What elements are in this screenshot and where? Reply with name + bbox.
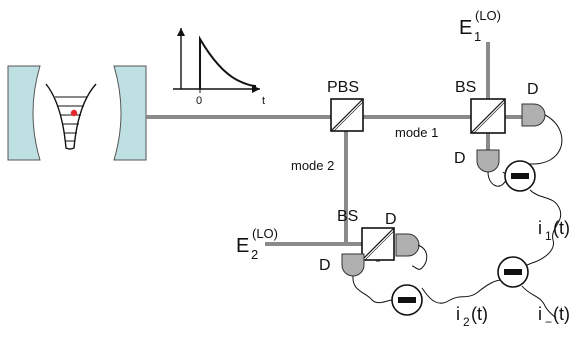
pulse-inset: 0 t xyxy=(173,28,265,107)
mode2-label: mode 2 xyxy=(291,158,334,173)
wire-bottom-subtractor-out xyxy=(421,279,503,304)
lo1-label-sup: (LO) xyxy=(475,8,501,23)
lo1-label: E 1 (LO) xyxy=(459,8,501,44)
i2-arg: (t) xyxy=(471,304,488,324)
i1-sub: 1 xyxy=(545,229,552,243)
wire-top-subtractor-out xyxy=(521,189,562,269)
current-i1-label: i 1 (t) xyxy=(538,218,570,243)
mode1-label: mode 1 xyxy=(395,125,438,140)
left-cavity-mirror xyxy=(7,65,41,161)
current-i2-label: i 2 (t) xyxy=(456,304,488,329)
atom-icon xyxy=(70,109,78,117)
pulse-origin-label: 0 xyxy=(196,95,202,107)
bs-bottom-label: BS xyxy=(337,208,358,225)
pbs-label: PBS xyxy=(327,79,359,96)
iminus-sub: − xyxy=(545,315,552,329)
bs-top-label: BS xyxy=(455,79,476,96)
right-cavity-mirror xyxy=(113,65,147,161)
iminus-arg: (t) xyxy=(553,304,570,324)
detector-bottom-down xyxy=(341,253,365,277)
lo2-label-base: E xyxy=(236,235,249,257)
subtractor-final xyxy=(497,256,529,288)
detector-bottom-right-label: D xyxy=(385,211,397,228)
wire-bottom-down-detector xyxy=(352,275,393,304)
pulse-time-label: t xyxy=(262,95,265,107)
trap-potential-icon xyxy=(45,83,97,150)
detector-bottom-down-label: D xyxy=(319,257,331,274)
bs-cube-top xyxy=(470,98,506,134)
pbs-cube xyxy=(330,98,364,132)
subtractor-top xyxy=(504,160,536,192)
detector-top-right-label: D xyxy=(527,81,539,98)
i2-base: i xyxy=(456,304,460,324)
lo2-label-sub: 2 xyxy=(251,247,258,262)
current-iminus-label: i − (t) xyxy=(538,304,570,329)
detector-bottom-right xyxy=(395,233,420,257)
bs-cube-bottom xyxy=(361,227,395,261)
lo1-label-base: E xyxy=(459,17,472,39)
iminus-base: i xyxy=(538,304,542,324)
lo2-label: E 2 (LO) xyxy=(236,226,278,262)
i2-sub: 2 xyxy=(463,315,470,329)
lo1-label-sub: 1 xyxy=(474,29,481,44)
i1-base: i xyxy=(538,218,542,238)
wire-bottom-right-detector xyxy=(411,244,428,270)
wire-difference-output xyxy=(521,285,557,319)
detector-top-right xyxy=(521,103,546,127)
subtractor-bottom xyxy=(391,284,423,316)
i1-arg: (t) xyxy=(553,218,570,238)
lo2-label-sup: (LO) xyxy=(252,226,278,241)
detector-top-down-label: D xyxy=(454,150,466,167)
detector-top-down xyxy=(476,149,500,173)
